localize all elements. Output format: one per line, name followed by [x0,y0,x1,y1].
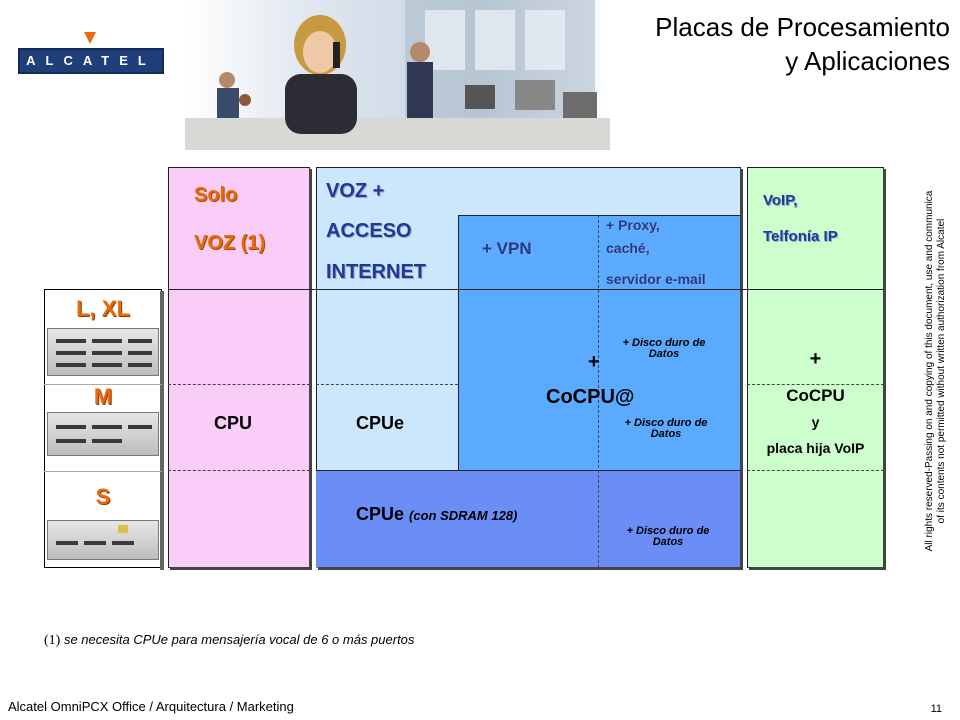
column-shadow [309,169,312,570]
disk-note-line: + Disco duro de [626,525,710,537]
voip-cocpu-label: CoCPU [786,386,845,405]
title-line-1: Placas de Procesamiento [655,12,950,42]
footnote-number: (1) [44,633,61,648]
row-divider-dashed [316,384,458,385]
page-number: 11 [930,703,942,715]
row-divider-dashed [168,470,310,471]
column-shadow [740,169,743,570]
plus-sign: + [588,351,600,373]
model-label-m: M [93,384,113,409]
row-divider-dashed [747,384,884,385]
cocpu-area [458,215,741,470]
title-line-2: y Aplicaciones [785,46,950,76]
column-shadow [170,567,312,570]
disk-note-line: Datos [648,348,680,360]
email-server-label: servidor e-mail [606,271,706,287]
cpue-sdram-sub: (con SDRAM 128) [409,508,518,523]
model-label-s: S [95,484,111,509]
divider [316,470,741,471]
model-separator [44,384,162,385]
internet-label: INTERNET [326,261,426,283]
column-shadow [883,169,886,570]
chassis-ports-icon [56,525,134,545]
cocpu-at-label: CoCPU@ [546,386,635,408]
disk-note-line: + Disco duro de [622,337,706,349]
cpue-sdram-main: CPUe [356,504,405,524]
vpn-label: + VPN [482,239,532,258]
cpu-label: CPU [214,413,253,433]
column-shadow [318,567,743,570]
chassis-lxl-image [47,328,159,376]
chassis-s-image [47,520,159,560]
cpue-sdram-area [316,470,741,568]
header-photo-collage [185,0,610,150]
chassis-ports-icon [56,339,152,367]
logo-triangle-icon [84,32,96,44]
office-people-image [185,0,610,150]
footnote: (1) se necesita CPUe para mensajería voc… [44,632,414,649]
column-solo-voz [168,167,310,568]
voip-label: VoIP, [763,192,798,209]
solo-label: Solo [194,184,238,206]
rights-line: All rights reserved-Passing on and copyi… [924,190,935,552]
acceso-label: ACCESO [326,220,412,242]
voz-plus-label: VOZ + [326,180,385,202]
cpue-sdram-label: CPUe (con SDRAM 128) [356,504,517,525]
model-label-lxl: L, XL [76,296,130,321]
footnote-text: se necesita CPUe para mensajería vocal d… [63,632,415,647]
disk-note-2: + Disco duro de Datos [606,418,726,440]
disk-note-line: Datos [650,428,682,440]
voip-plus-sign: + [809,348,822,370]
rights-text: All rights reserved-Passing on and copyi… [924,176,960,566]
proxy-label: + Proxy, [606,217,660,233]
footer-text: Alcatel OmniPCX Office / Arquitectura / … [8,699,294,714]
divider [458,215,459,470]
logo-box [18,48,164,74]
column-shadow [749,567,886,570]
chassis-m-image [47,412,159,456]
divider [458,215,741,216]
row-divider [168,289,884,290]
rights-notice: All rights reserved-Passing on and copyi… [924,176,960,566]
row-divider-dashed [168,384,310,385]
placa-hija-voip-label: placa hija VoIP [766,440,865,456]
cpue-label: CPUe [356,413,405,433]
column-divider-dashed [598,215,599,568]
logo-text: ALCATEL [26,53,156,68]
row-divider-dashed [747,470,884,471]
voip-y-label: y [811,414,820,430]
rights-line: of its contents not permitted without wr… [936,218,947,524]
alcatel-logo: ALCATEL [18,32,164,74]
voz-label: VOZ (1) [194,232,266,254]
page-title: Placas de Procesamiento y Aplicaciones [610,10,950,78]
cache-label: caché, [606,240,650,256]
chassis-ports-icon [56,425,152,443]
telefonia-ip-label: Telfonía IP [763,228,838,245]
disk-note-line: + Disco duro de [624,417,708,429]
disk-note-line: Datos [652,536,684,548]
model-separator [44,471,162,472]
model-panel-shadow [160,291,164,570]
disk-note-1: + Disco duro de Datos [604,338,724,360]
disk-note-3: + Disco duro de Datos [604,526,732,548]
